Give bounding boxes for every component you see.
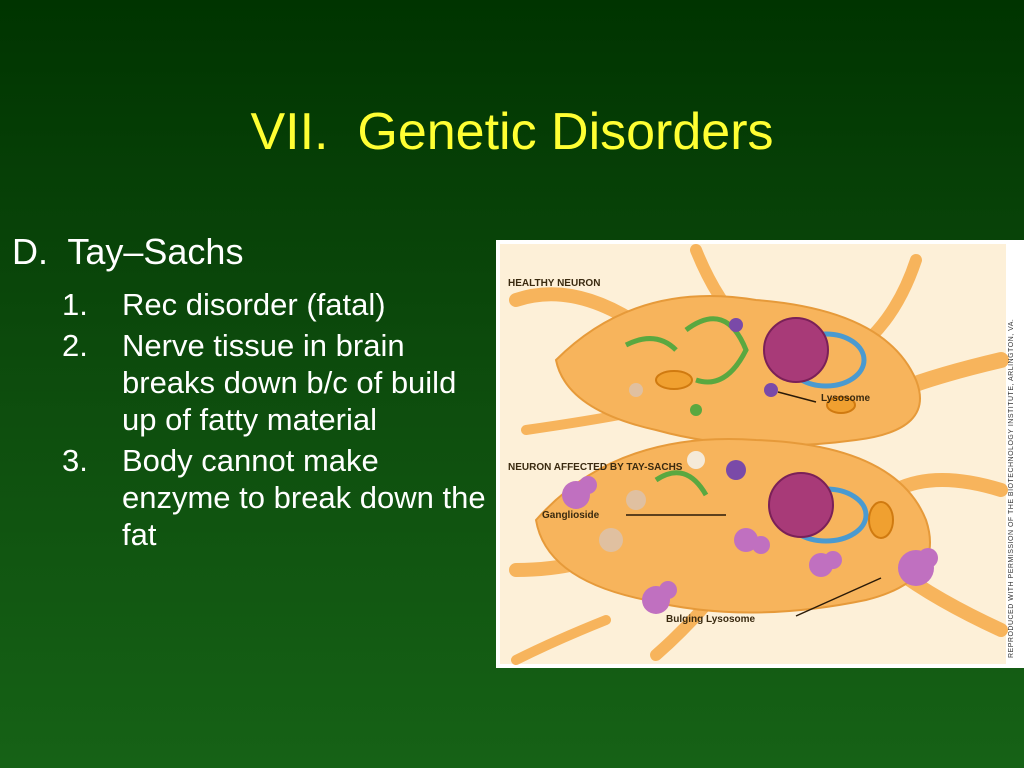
list-item: 3. Body cannot make enzyme to break down… (62, 442, 494, 553)
section-heading: D. Tay–Sachs (12, 231, 244, 272)
list-item-number: 2. (62, 328, 88, 363)
lysosome-pointer (777, 391, 817, 403)
ganglioside-label: Ganglioside (542, 510, 600, 521)
bulging-lysosomes (642, 548, 938, 614)
list-item-text: Nerve tissue in brain breaks down b/c of… (122, 328, 457, 437)
affected-neuron-label: NEURON AFFECTED BY TAY-SACHS (508, 462, 683, 473)
healthy-neuron-label: HEALTHY NEURON (508, 278, 600, 289)
affected-nucleus (768, 472, 834, 538)
healthy-nucleus (763, 317, 829, 383)
image-credit: REPRODUCED WITH PERMISSION OF THE BIOTEC… (1008, 319, 1015, 658)
neuron-illustration: HEALTHY NEURON Lysosome NEURON AFFECTED … (496, 240, 1024, 668)
neuron-diagram: HEALTHY NEURON Lysosome NEURON AFFECTED … (500, 244, 1015, 665)
slide-title: VII. Genetic Disorders (250, 103, 774, 161)
list-item: 1. Rec disorder (fatal) (62, 286, 494, 323)
healthy-lysosome (764, 383, 778, 397)
lysosome-label: Lysosome (821, 393, 871, 404)
list-item-number: 3. (62, 443, 88, 478)
ganglioside-clusters (562, 476, 842, 577)
list-item-number: 1. (62, 287, 88, 322)
vacuole (599, 528, 623, 552)
list-item-text: Body cannot make enzyme to break down th… (122, 443, 486, 552)
bulging-lysosome-label: Bulging Lysosome (666, 614, 756, 625)
healthy-organelles (624, 316, 867, 416)
list-item: 2. Nerve tissue in brain breaks down b/c… (62, 327, 494, 438)
bulging-lysosome-pointer (795, 577, 882, 617)
list-item-text: Rec disorder (fatal) (122, 287, 386, 322)
bullet-list: 1. Rec disorder (fatal) 2. Nerve tissue … (62, 286, 494, 557)
